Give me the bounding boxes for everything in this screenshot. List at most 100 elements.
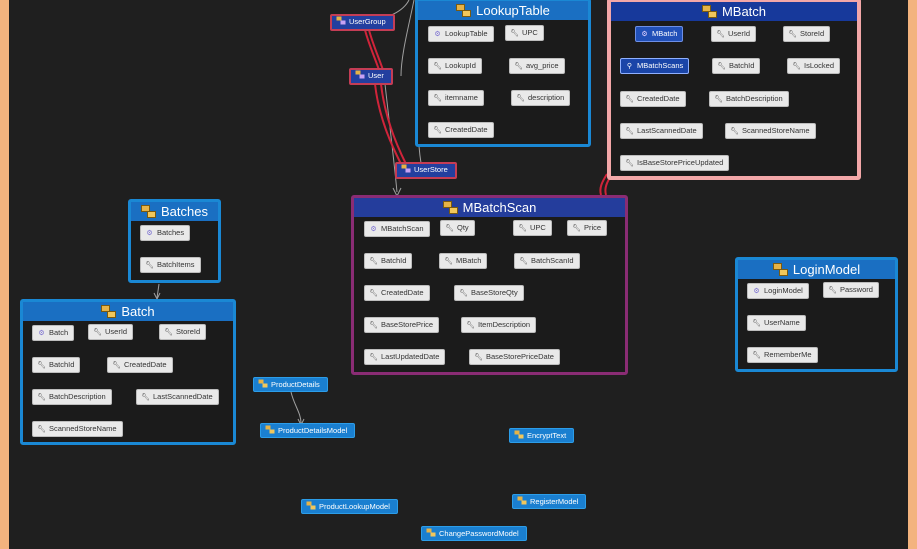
entity-title-label: Batches xyxy=(161,204,208,219)
property-batchdescription[interactable]: 🔧︎BatchDescription xyxy=(709,91,789,107)
property-batchid[interactable]: 🔧︎BatchId xyxy=(364,253,413,269)
property-mbatch-key[interactable]: ⚙MBatch xyxy=(635,26,684,42)
property-label: IsLocked xyxy=(804,61,835,70)
property-scannedstorename[interactable]: 🔧︎ScannedStoreName xyxy=(725,123,816,139)
property-batchid[interactable]: 🔧︎BatchId xyxy=(712,58,761,74)
property-islocked[interactable]: 🔧︎IsLocked xyxy=(787,58,841,74)
wrench-property-icon: 🔧︎ xyxy=(433,127,442,134)
property-lastscanneddate[interactable]: 🔧︎LastScannedDate xyxy=(136,389,219,405)
property-label: LastScannedDate xyxy=(637,126,697,135)
property-label: MBatch xyxy=(652,29,678,38)
wrench-property-icon: 🔧︎ xyxy=(93,329,102,336)
entity-batch[interactable]: Batch ⚙Batch 🔧︎UserId 🔧︎StoreId 🔧︎BatchI… xyxy=(20,299,236,445)
wrench-property-icon: 🔧︎ xyxy=(369,290,378,297)
property-itemname[interactable]: 🔧︎itemname xyxy=(428,90,484,106)
entity-title[interactable]: MBatchScan xyxy=(354,198,625,217)
property-isbasestorepriceupdated[interactable]: 🔧︎IsBaseStorePriceUpdated xyxy=(620,155,730,171)
property-userid[interactable]: 🔧︎UserId xyxy=(88,324,134,340)
wrench-property-icon: 🔧︎ xyxy=(792,63,801,70)
property-basestoreqty[interactable]: 🔧︎BaseStoreQty xyxy=(454,285,524,301)
wrench-property-icon: 🔧︎ xyxy=(516,95,525,102)
property-batchscanid[interactable]: 🔧︎BatchScanId xyxy=(514,253,580,269)
property-createddate[interactable]: 🔧︎CreatedDate xyxy=(620,91,686,107)
property-upc[interactable]: 🔧︎UPC xyxy=(505,25,544,41)
property-description[interactable]: 🔧︎description xyxy=(511,90,571,106)
property-createddate[interactable]: 🔧︎CreatedDate xyxy=(428,122,494,138)
association-usergroup-user-2 xyxy=(368,29,384,71)
entity-class-icon xyxy=(336,16,346,25)
property-upc[interactable]: 🔧︎UPC xyxy=(513,220,552,236)
collapsed-entity-productdetailsmodel[interactable]: ProductDetailsModel xyxy=(260,423,356,438)
property-label: CreatedDate xyxy=(445,125,488,134)
property-storeid[interactable]: 🔧︎StoreId xyxy=(159,324,207,340)
navigation-property-mbatchscans[interactable]: ⚲MBatchScans xyxy=(620,58,690,74)
entity-title[interactable]: LoginModel xyxy=(738,260,895,279)
property-createddate[interactable]: 🔧︎CreatedDate xyxy=(107,357,173,373)
property-qty[interactable]: 🔧︎Qty xyxy=(440,220,475,236)
property-storeid[interactable]: 🔧︎StoreId xyxy=(783,26,831,42)
key-property-icon: ⚙ xyxy=(146,230,153,237)
entity-lookuptable[interactable]: LookupTable ⚙LookupTable 🔧︎UPC 🔧︎LookupI… xyxy=(415,0,591,147)
collapsed-entity-productdetails[interactable]: ProductDetails xyxy=(253,377,328,392)
association-mbatch-mbatchscan xyxy=(599,173,608,196)
property-label: Batch xyxy=(49,328,69,337)
association-user-userstore-2 xyxy=(380,83,407,165)
property-avg-price[interactable]: 🔧︎avg_price xyxy=(509,58,565,74)
entity-loginmodel[interactable]: LoginModel ⚙LoginModel 🔧︎Password 🔧︎User… xyxy=(735,257,898,372)
collapsed-entity-usergroup[interactable]: UserGroup xyxy=(330,14,395,31)
collapsed-entity-label: RegisterModel xyxy=(530,497,579,506)
entity-title[interactable]: Batch xyxy=(23,302,233,321)
property-label: BatchDescription xyxy=(49,392,106,401)
collapsed-entity-label: User xyxy=(368,71,384,80)
collapsed-entity-userstore[interactable]: UserStore xyxy=(395,162,457,179)
entity-batches[interactable]: Batches ⚙Batches 🔧︎BatchItems xyxy=(128,199,221,283)
wrench-property-icon: 🔧︎ xyxy=(474,354,483,361)
property-price[interactable]: 🔧︎Price xyxy=(567,220,608,236)
property-scannedstorename[interactable]: 🔧︎ScannedStoreName xyxy=(32,421,123,437)
property-label: RememberMe xyxy=(764,350,812,359)
property-label: CreatedDate xyxy=(637,94,680,103)
entity-title[interactable]: MBatch xyxy=(611,2,857,21)
property-password[interactable]: 🔧︎Password xyxy=(823,282,879,298)
property-lookupid[interactable]: 🔧︎LookupId xyxy=(428,58,482,74)
entity-title[interactable]: LookupTable xyxy=(418,1,588,20)
collapsed-entity-registermodel[interactable]: RegisterModel xyxy=(512,494,587,509)
property-batchid[interactable]: 🔧︎BatchId xyxy=(32,357,81,373)
property-lookuptable-key[interactable]: ⚙LookupTable xyxy=(428,26,494,42)
diagram-canvas[interactable]: UserGroup User UserStore LookupTable ⚙Lo… xyxy=(9,0,908,549)
property-label: ScannedStoreName xyxy=(742,126,810,135)
wrench-property-icon: 🔧︎ xyxy=(714,96,723,103)
property-lastscanneddate[interactable]: 🔧︎LastScannedDate xyxy=(620,123,703,139)
property-label: CreatedDate xyxy=(381,288,424,297)
key-property-icon: ⚙ xyxy=(434,31,441,38)
property-label: BatchId xyxy=(729,61,755,70)
key-property-icon: ⚙ xyxy=(370,226,377,233)
property-label: ScannedStoreName xyxy=(49,424,117,433)
collapsed-entity-label: ProductDetails xyxy=(271,380,320,389)
navigation-property-mbatch[interactable]: 🔧︎MBatch xyxy=(439,253,488,269)
property-lastupdateddate[interactable]: 🔧︎LastUpdatedDate xyxy=(364,349,446,365)
entity-title[interactable]: Batches xyxy=(131,202,218,221)
property-username[interactable]: 🔧︎UserName xyxy=(747,315,806,331)
property-loginmodel-key[interactable]: ⚙LoginModel xyxy=(747,283,809,299)
property-batchdescription[interactable]: 🔧︎BatchDescription xyxy=(32,389,112,405)
entity-mbatch[interactable]: MBatch ⚙MBatch 🔧︎UserId 🔧︎StoreId ⚲MBatc… xyxy=(607,0,861,180)
property-batches-key[interactable]: ⚙Batches xyxy=(140,225,191,241)
entity-mbatchscan[interactable]: MBatchScan ⚙MBatchScan 🔧︎Qty 🔧︎UPC 🔧︎Pri… xyxy=(351,195,628,375)
property-basestorepricedate[interactable]: 🔧︎BaseStorePriceDate xyxy=(469,349,560,365)
property-createddate[interactable]: 🔧︎CreatedDate xyxy=(364,285,430,301)
property-batch-key[interactable]: ⚙Batch xyxy=(32,325,75,341)
collapsed-entity-user[interactable]: User xyxy=(349,68,393,85)
collapsed-entity-productlookupmodel[interactable]: ProductLookupModel xyxy=(301,499,398,514)
property-rememberme[interactable]: 🔧︎RememberMe xyxy=(747,347,818,363)
property-label: MBatchScans xyxy=(637,61,684,70)
property-label: description xyxy=(528,93,565,102)
collapsed-entity-encrypttext[interactable]: EncryptText xyxy=(509,428,575,443)
property-batchitems[interactable]: 🔧︎BatchItems xyxy=(140,257,201,273)
property-basestoreprice[interactable]: 🔧︎BaseStorePrice xyxy=(364,317,440,333)
property-mbatchscan-key[interactable]: ⚙MBatchScan xyxy=(364,221,430,237)
property-itemdescription[interactable]: 🔧︎ItemDescription xyxy=(461,317,537,333)
property-userid[interactable]: 🔧︎UserId xyxy=(711,26,757,42)
collapsed-entity-changepasswordmodel[interactable]: ChangePasswordModel xyxy=(421,526,527,541)
wrench-property-icon: 🔧︎ xyxy=(37,426,46,433)
